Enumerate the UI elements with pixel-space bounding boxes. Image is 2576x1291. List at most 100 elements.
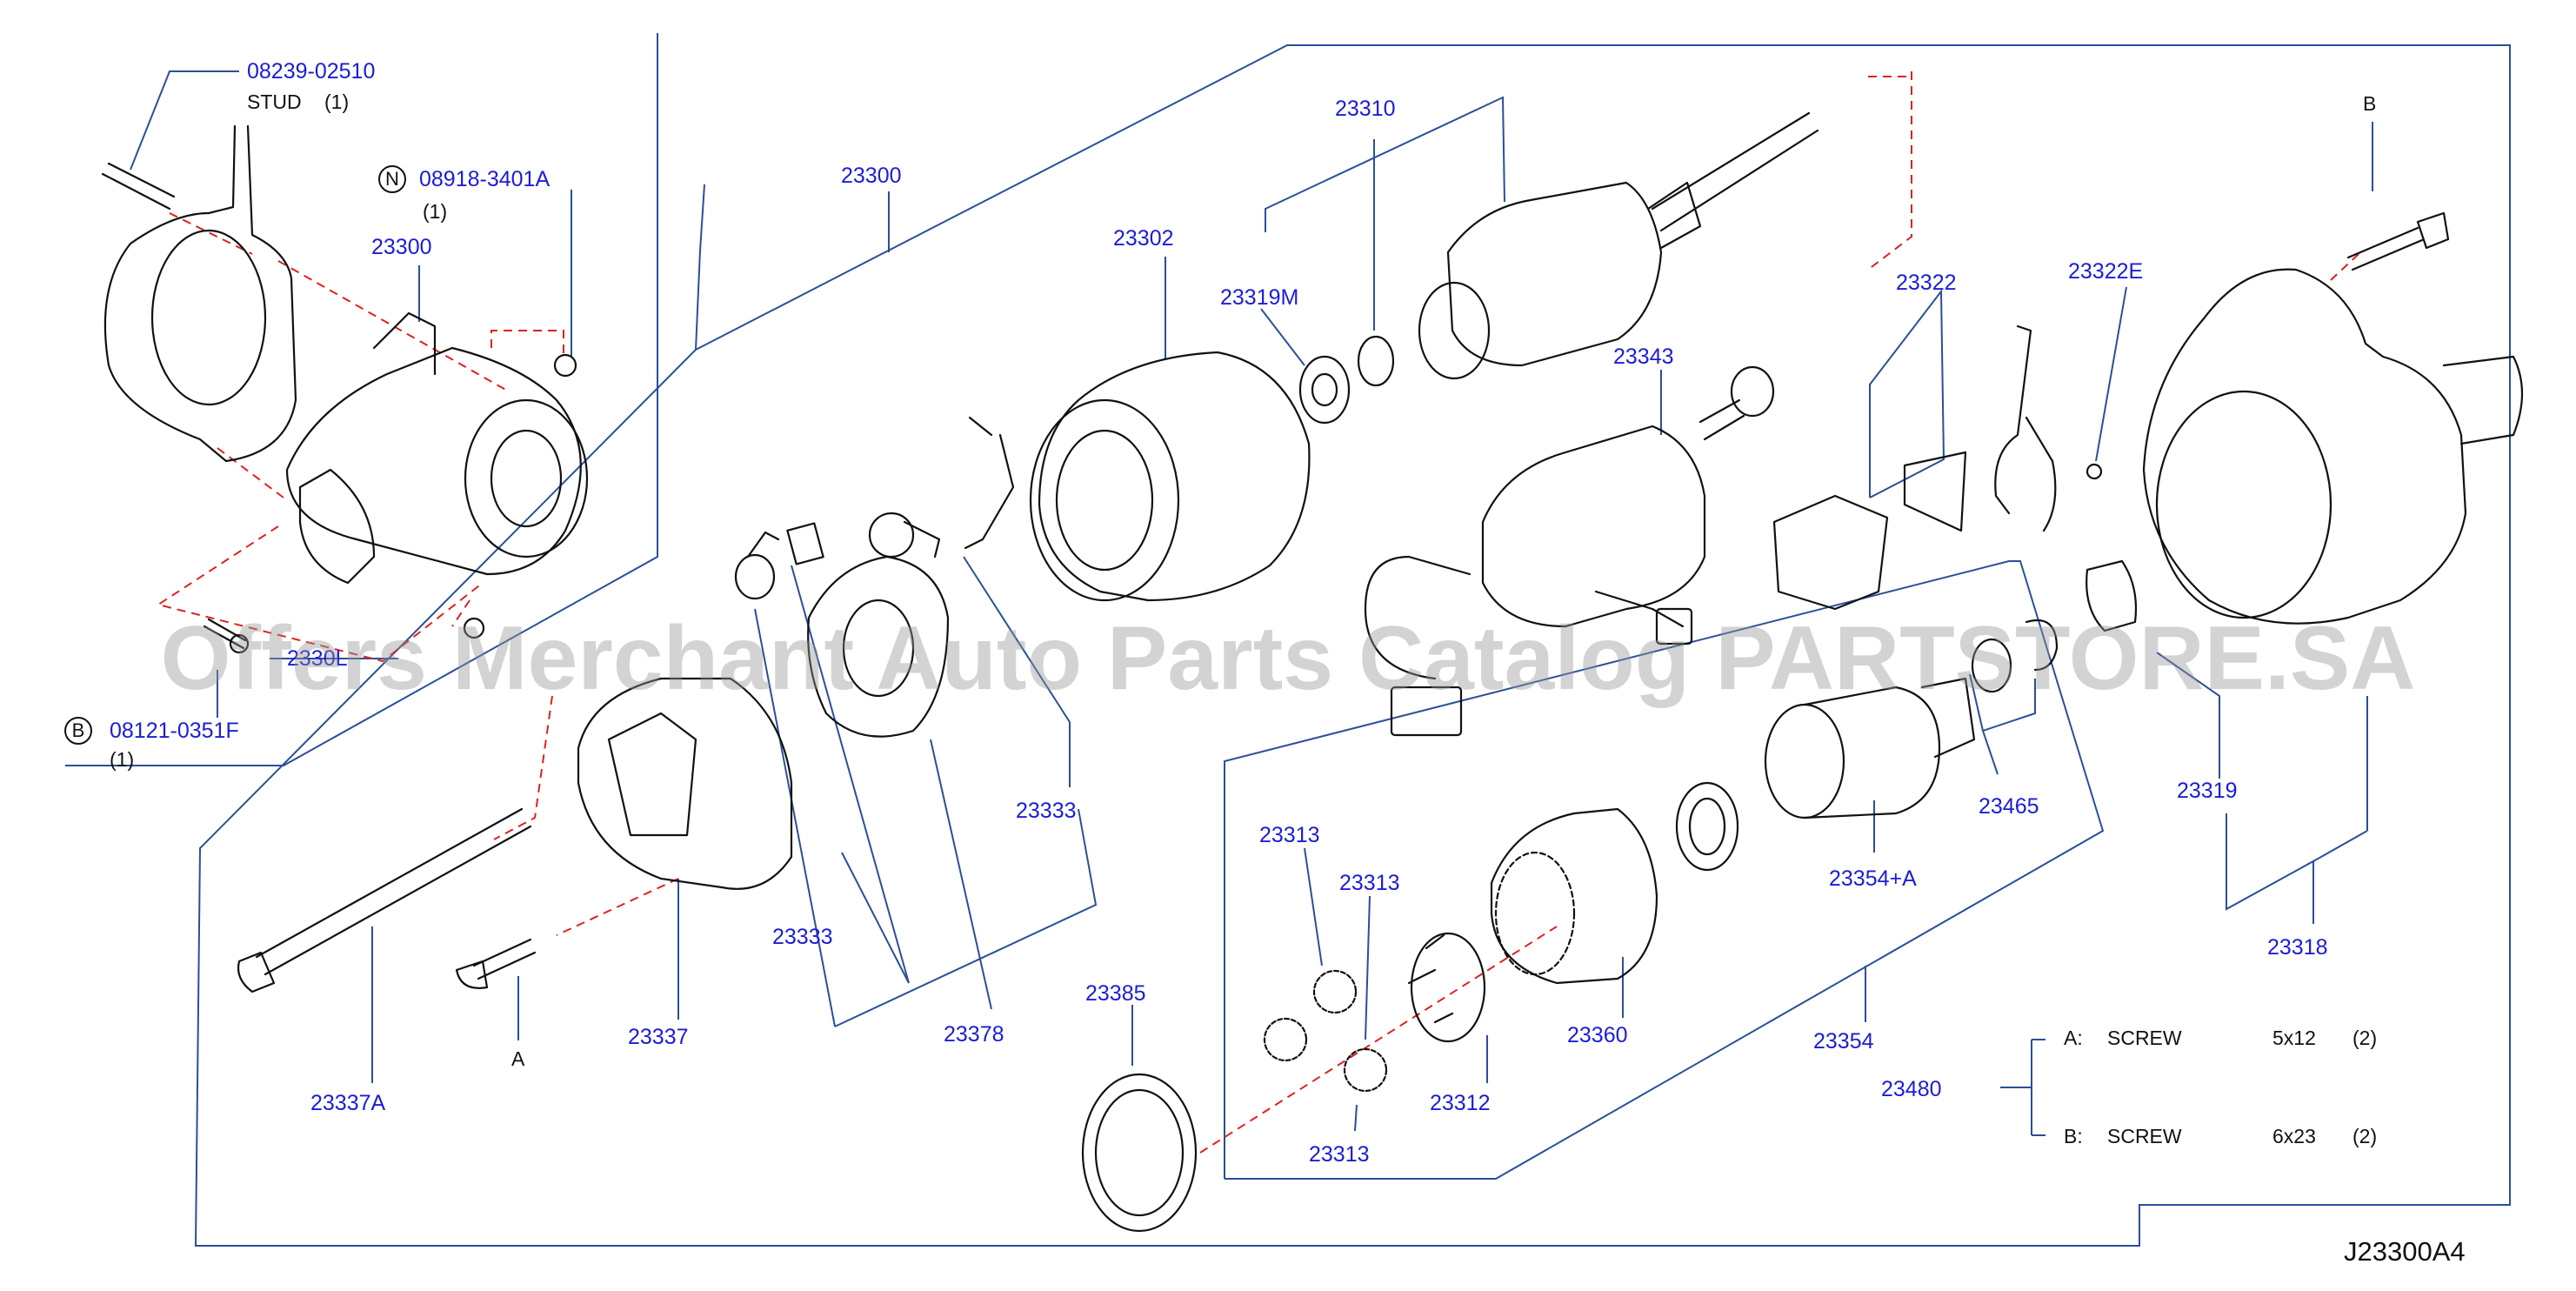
leader-23378 bbox=[930, 739, 992, 1010]
bearing-23319M bbox=[1298, 355, 1351, 425]
label-08121[interactable]: 08121-0351F bbox=[110, 719, 239, 743]
label-screw-b-marker: B bbox=[2363, 92, 2377, 115]
leader-23313-a bbox=[1304, 847, 1323, 967]
label-23333-left[interactable]: 23333 bbox=[772, 925, 833, 949]
label-23480[interactable]: 23480 bbox=[1881, 1077, 1942, 1101]
clutch-pinion bbox=[1920, 677, 1976, 759]
yoke-open-end bbox=[1029, 398, 1180, 602]
leader-23318 bbox=[2226, 813, 2314, 924]
leader-23310 bbox=[1265, 96, 1505, 232]
label-23310[interactable]: 23310 bbox=[1335, 97, 1396, 121]
planet-gear-c bbox=[1343, 1047, 1388, 1093]
leader-23319M bbox=[1260, 308, 1305, 366]
housing-right bbox=[2142, 268, 2467, 625]
yoke-shape bbox=[1038, 351, 1311, 602]
label-08121-qty: (1) bbox=[110, 748, 135, 771]
lever-fork bbox=[1994, 324, 2057, 532]
brush-plate-bore bbox=[842, 599, 915, 698]
bushing-23319 bbox=[2085, 559, 2138, 632]
dash-stud bbox=[169, 212, 253, 255]
snap-ring-23465 bbox=[2025, 619, 2059, 672]
housing-right-bore bbox=[2155, 390, 2332, 619]
label-23360[interactable]: 23360 bbox=[1567, 1023, 1628, 1047]
solenoid-connector bbox=[1390, 686, 1463, 737]
seal-ring-23385 bbox=[1081, 1073, 1198, 1233]
brush-block bbox=[786, 522, 824, 565]
leader-23319 bbox=[2156, 652, 2220, 779]
label-23313-c[interactable]: 23313 bbox=[1309, 1142, 1370, 1167]
small-starter-body bbox=[285, 346, 582, 576]
label-23385[interactable]: 23385 bbox=[1085, 981, 1146, 1006]
leader-23313-c bbox=[1354, 1104, 1358, 1132]
screw-b-head bbox=[2416, 211, 2450, 250]
main-frame-line bbox=[194, 44, 2511, 1247]
label-23319M[interactable]: 23319M bbox=[1220, 285, 1299, 310]
label-23322E[interactable]: 23322E bbox=[2068, 259, 2144, 284]
label-23337[interactable]: 23337 bbox=[628, 1025, 689, 1049]
seal-ring-23385-inner bbox=[1094, 1088, 1185, 1217]
screw-b-name: SCREW bbox=[2107, 1125, 2182, 1147]
label-08239[interactable]: 08239-02510 bbox=[247, 59, 376, 84]
marker-b: B bbox=[64, 717, 92, 745]
dash-through-bolt bbox=[493, 695, 553, 840]
yoke-inner bbox=[1055, 429, 1154, 572]
label-23354A[interactable]: 23354+A bbox=[1829, 866, 1917, 891]
screw-b-qty: (2) bbox=[2352, 1125, 2378, 1147]
washer-08121 bbox=[229, 633, 250, 654]
label-23465[interactable]: 23465 bbox=[1979, 794, 2039, 819]
leader-23465 bbox=[1981, 679, 2036, 775]
leader-23333-l2 bbox=[791, 565, 910, 984]
rear-cover-inner bbox=[607, 712, 697, 837]
housing-right-nose bbox=[2442, 355, 2524, 445]
label-23302[interactable]: 23302 bbox=[1113, 226, 1174, 251]
watermark: Offers Merchant Auto Parts Catalog PARTS… bbox=[160, 608, 2416, 709]
inset-frame-line bbox=[65, 33, 658, 766]
small-starter-end bbox=[464, 398, 589, 559]
stud-shape bbox=[101, 162, 176, 211]
label-23337A[interactable]: 23337A bbox=[310, 1091, 386, 1115]
yoke-leads bbox=[964, 416, 1015, 550]
small-starter-end-inner bbox=[490, 429, 563, 528]
dash-center bbox=[1199, 926, 1558, 1154]
washer-23310 bbox=[1357, 335, 1395, 387]
planet-carrier-shape bbox=[1410, 932, 1486, 1043]
armature-shaft bbox=[1651, 111, 1819, 232]
housing-left bbox=[103, 124, 297, 463]
leader-23333-l1 bbox=[754, 608, 836, 1027]
label-23300[interactable]: 23300 bbox=[841, 164, 902, 188]
label-23322[interactable]: 23322 bbox=[1896, 271, 1957, 295]
small-starter-solenoid bbox=[298, 468, 376, 585]
bolt-08121-shape bbox=[203, 618, 247, 650]
brush-holder-b bbox=[868, 512, 915, 559]
collar-23465 bbox=[1971, 638, 2012, 693]
leader-23313-b bbox=[1365, 895, 1371, 1040]
dash-bolt-lower bbox=[217, 447, 288, 501]
leader-23318-b bbox=[2312, 830, 2368, 862]
label-screw-a-marker: A bbox=[511, 1047, 525, 1070]
label-23354[interactable]: 23354 bbox=[1813, 1029, 1874, 1054]
label-08918[interactable]: 08918-3401A bbox=[419, 167, 551, 191]
label-23300-small[interactable]: 23300 bbox=[371, 235, 432, 259]
screw-b-size: 6x23 bbox=[2272, 1125, 2316, 1147]
solenoid-plunger bbox=[1730, 365, 1775, 418]
label-23312[interactable]: 23312 bbox=[1430, 1091, 1491, 1115]
screw-a-name: SCREW bbox=[2107, 1027, 2182, 1049]
label-23313-a[interactable]: 23313 bbox=[1259, 823, 1320, 847]
label-23343[interactable]: 23343 bbox=[1613, 344, 1674, 369]
planet-gear-b bbox=[1263, 1017, 1308, 1062]
armature-pinion bbox=[1646, 181, 1702, 250]
label-23319[interactable]: 23319 bbox=[2177, 779, 2238, 803]
marker-n: N bbox=[378, 165, 406, 193]
label-23318[interactable]: 23318 bbox=[2267, 935, 2328, 960]
brush-plate-23322 bbox=[1903, 451, 1967, 532]
brush-holder-a bbox=[734, 553, 776, 600]
label-23333-right[interactable]: 23333 bbox=[1016, 799, 1077, 823]
planet-gear-a bbox=[1312, 969, 1358, 1014]
label-23313-b[interactable]: 23313 bbox=[1339, 871, 1400, 895]
label-2330L[interactable]: 2330L bbox=[287, 646, 348, 671]
nut-lower-shape bbox=[463, 617, 485, 639]
label-23378[interactable]: 23378 bbox=[944, 1022, 1004, 1047]
leader-23333-l3 bbox=[841, 852, 910, 984]
solenoid-body bbox=[1481, 425, 1706, 628]
